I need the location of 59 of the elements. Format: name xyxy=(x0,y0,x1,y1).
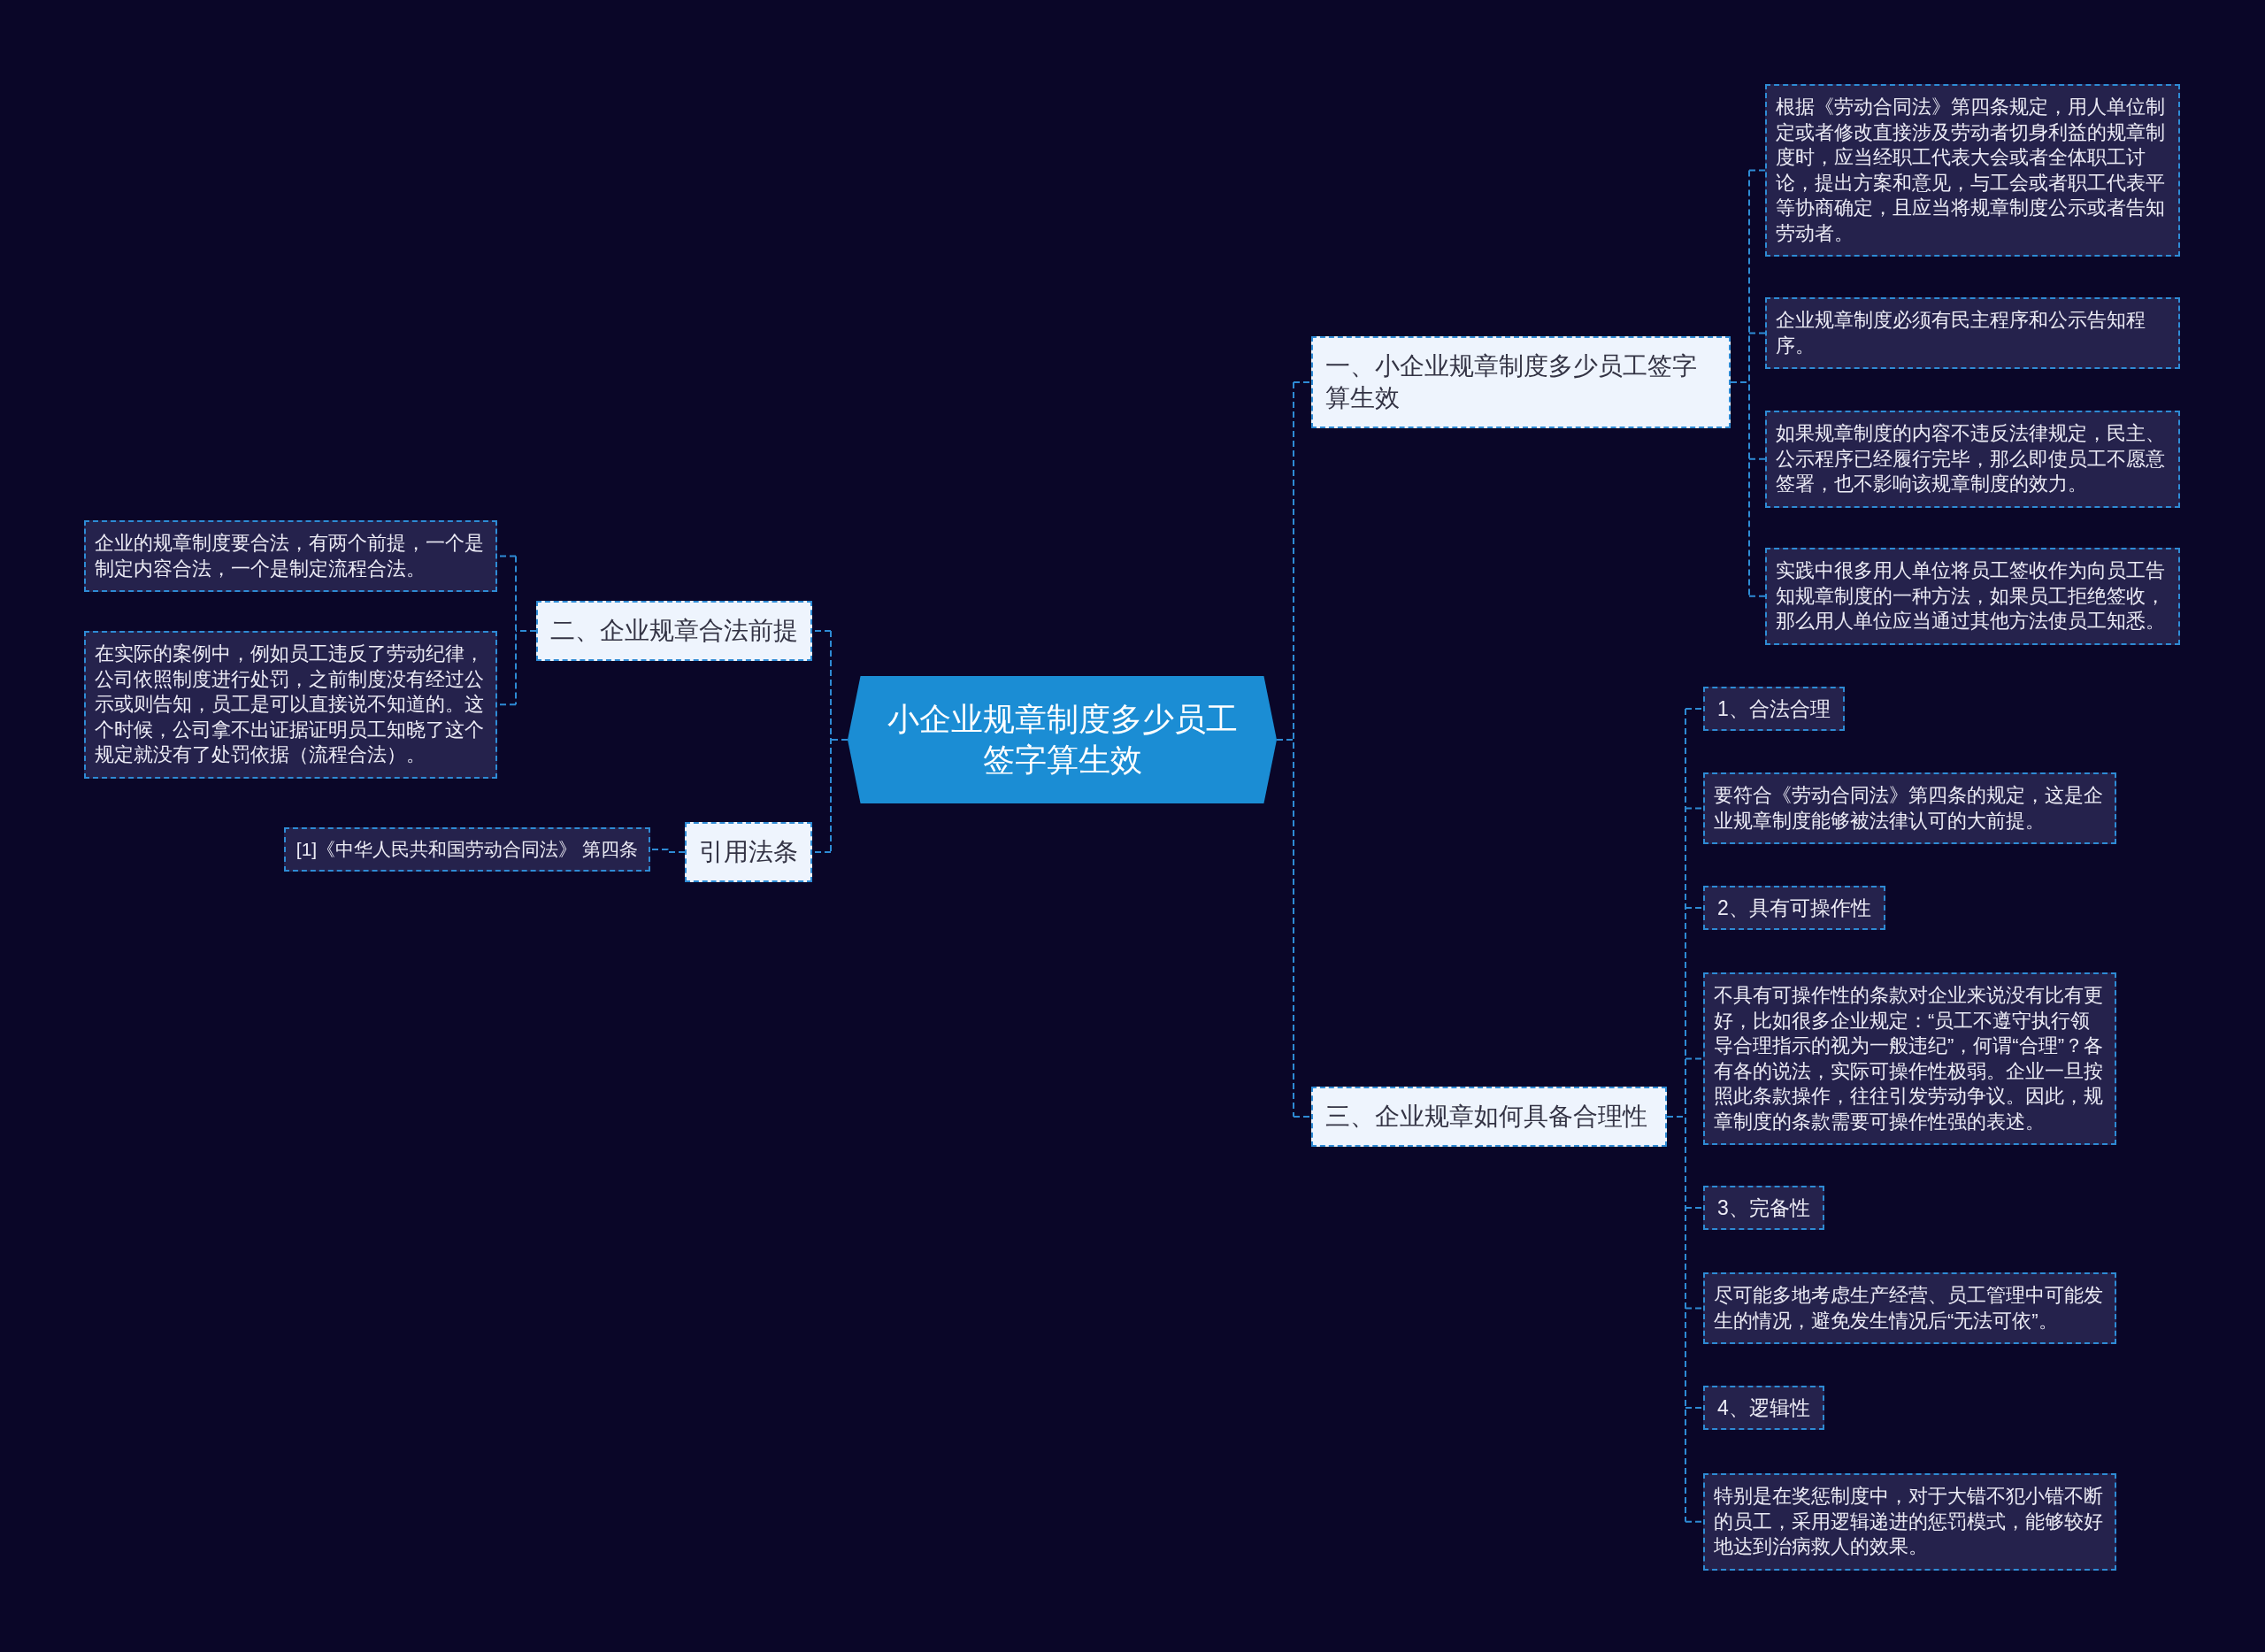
subtopic-tag xyxy=(1703,1386,1824,1430)
connector-line xyxy=(1293,381,1312,383)
note-card xyxy=(1703,1272,2116,1344)
note-text: 尽可能多地考虑生产经营、员工管理中可能发生的情况，避免发生情况后“无法可依”。 xyxy=(1714,1283,2104,1333)
note-text: 企业规章制度必须有民主程序和公示告知程序。 xyxy=(1776,308,2146,358)
connector-line xyxy=(1748,169,1766,172)
connector-line xyxy=(1685,708,1704,710)
subtopic-tag xyxy=(1703,1186,1824,1230)
note-card xyxy=(1765,84,2180,257)
note-text: 要符合《劳动合同法》第四条的规定，这是企业规章制度能够被法律认可的大前提。 xyxy=(1714,783,2104,834)
note-card xyxy=(1703,1473,2116,1571)
subtopic-text: 4、逻辑性 xyxy=(1717,1395,1810,1421)
citation-text: [1]《中华人民共和国劳动合同法》 第四条 xyxy=(296,838,638,861)
connector-line xyxy=(1685,807,1704,810)
note-text: 如果规章制度的内容不违反法律规定，民主、公示程序已经履行完毕，那么即使员工不愿意签署，也不影响该规章制度的效力。 xyxy=(1776,421,2166,496)
connector-line xyxy=(1748,457,1766,460)
topic-text: 引用法条 xyxy=(699,837,798,867)
connector-line xyxy=(1293,1116,1312,1118)
note-card xyxy=(1703,772,2116,844)
topic-box xyxy=(536,601,812,661)
subtopic-tag xyxy=(1703,687,1845,731)
connector-line xyxy=(1685,1057,1704,1060)
connector-line xyxy=(1748,332,1766,334)
subtopic-text: 3、完备性 xyxy=(1717,1195,1810,1221)
connector-line xyxy=(1685,1207,1704,1209)
note-card xyxy=(1765,548,2180,645)
connector-line xyxy=(1748,595,1766,597)
note-text: 不具有可操作性的条款对企业来说没有比有更好，比如很多企业规定：“员工不遵守执行领导合理指示的视为一般违纪”，何谓“合理”？各有各的说法，实际可操作性极弱。企业一旦按照此条款操作，往往引发劳动争议。因此，规章制度的条款需要可操作性强的表述。 xyxy=(1714,983,2104,1134)
citation-card xyxy=(283,827,650,872)
topic-box xyxy=(1311,336,1731,428)
connector-trunk xyxy=(515,555,537,706)
note-card xyxy=(84,520,497,592)
connector-line xyxy=(1685,1407,1704,1409)
topic-box xyxy=(1311,1087,1667,1147)
central-topic-text: 小企业规章制度多少员工签字算生效 xyxy=(886,700,1239,780)
topic-text: 二、企业规章合法前提 xyxy=(550,616,798,646)
subtopic-text: 2、具有可操作性 xyxy=(1717,895,1871,921)
note-card xyxy=(1703,972,2116,1145)
connector-line xyxy=(1685,1307,1704,1310)
connector-trunk xyxy=(1730,169,1750,597)
connector-line xyxy=(1685,907,1704,909)
note-text: 在实际的案例中，例如员工违反了劳动纪律，公司依照制度进行处罚，之前制度没有经过公示或则告知，员工是可以直接说不知道的。这个时候，公司拿不出证据证明员工知晓了这个规定就没有了处罚依据（流程合法）。 xyxy=(95,642,485,767)
note-card xyxy=(1765,297,2180,369)
note-text: 企业的规章制度要合法，有两个前提，一个是制定内容合法，一个是制定流程合法。 xyxy=(95,531,485,581)
connector-trunk xyxy=(1276,381,1294,1118)
note-text: 特别是在奖惩制度中，对于大错不犯小错不断的员工，采用逻辑递进的惩罚模式，能够较好地达到治病救人的效果。 xyxy=(1714,1484,2104,1559)
note-card xyxy=(84,631,497,779)
connector-line xyxy=(1685,1520,1704,1523)
note-card xyxy=(1765,411,2180,508)
note-text: 实践中很多用人单位将员工签收作为向员工告知规章制度的一种方法，如果员工拒绝签收，那么用人单位应当通过其他方法使员工知悉。 xyxy=(1776,558,2166,634)
subtopic-tag xyxy=(1703,886,1885,930)
subtopic-text: 1、合法合理 xyxy=(1717,696,1831,722)
connector-trunk xyxy=(1666,708,1686,1523)
connector-line xyxy=(649,849,686,853)
connector-trunk xyxy=(830,630,848,853)
topic-text: 一、小企业规章制度多少员工签字算生效 xyxy=(1325,351,1698,413)
topic-box xyxy=(685,822,812,882)
topic-text: 三、企业规章如何具备合理性 xyxy=(1325,1102,1648,1132)
note-text: 根据《劳动合同法》第四条规定，用人单位制定或者修改直接涉及劳动者切身利益的规章制度时，应当经职工代表大会或者全体职工讨论，提出方案和意见，与工会或者职工代表平等协商确定，且应当将规章制度公示或者告知劳动者。 xyxy=(1776,95,2166,246)
